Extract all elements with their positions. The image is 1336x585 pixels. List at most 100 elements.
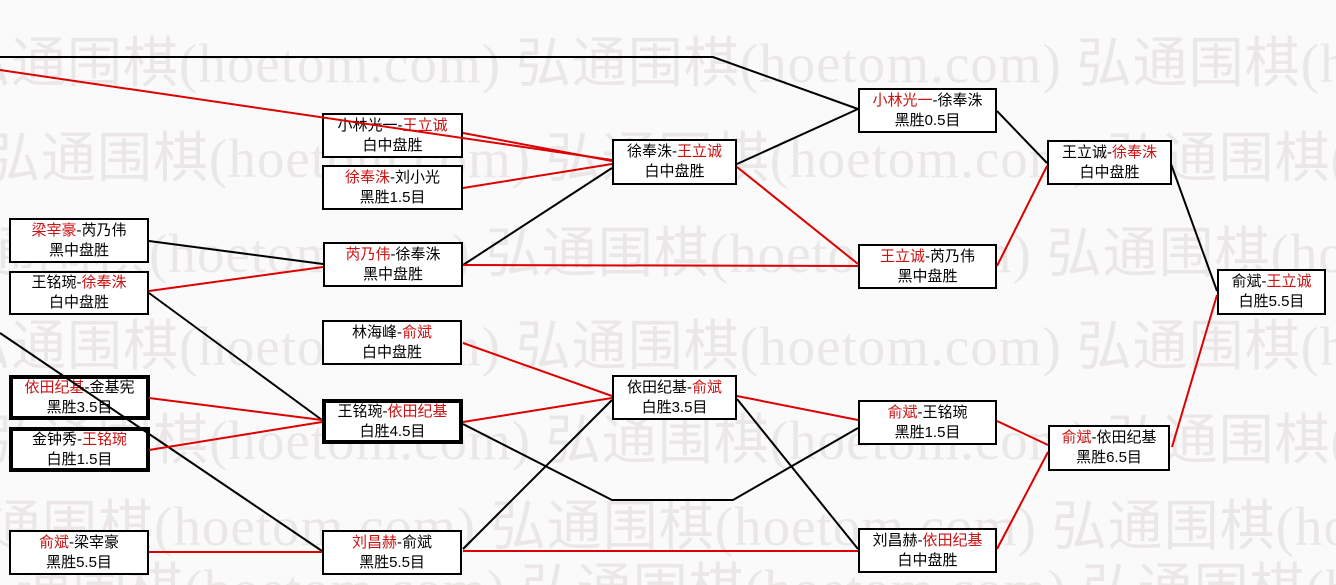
black-connector-line	[996, 110, 1048, 164]
red-connector-line	[148, 397, 323, 421]
player2-name: 刘小光	[395, 168, 441, 186]
red-connector-line	[0, 69, 613, 161]
match-players: 王铭琬-依田纪基	[337, 402, 447, 422]
match-result: 白中盘胜	[644, 163, 705, 180]
match-result: 白中盘胜	[362, 136, 423, 154]
player1-name: 林海峰	[351, 323, 397, 341]
match-result: 黑胜0.5目	[894, 111, 961, 129]
watermark-text: 弘通围棋(hoetom.com) 弘通围棋(hoetom.com) 弘通围棋(h…	[0, 316, 1336, 377]
player1-name: 俞斌	[1231, 273, 1262, 290]
match-box: 俞斌-依田纪基 黑胜6.5目	[1048, 425, 1170, 471]
vs-dash: -	[672, 143, 677, 160]
match-result: 白中盘胜	[1079, 163, 1140, 181]
match-box: 刘昌赫-依田纪基 白中盘胜	[858, 528, 997, 573]
match-result: 白中盘胜	[897, 551, 958, 569]
match-players: 梁宰豪-芮乃伟	[31, 221, 126, 241]
match-players: 小林光一-徐奉洙	[872, 91, 982, 111]
player2-name: 俞斌	[402, 323, 433, 341]
red-connector-line	[1171, 294, 1218, 448]
player2-name: 徐奉洙	[81, 274, 127, 291]
player1-name: 芮乃伟	[345, 245, 391, 263]
match-players: 刘昌赫-依田纪基	[872, 531, 982, 551]
vs-dash: -	[397, 323, 402, 341]
red-connector-line	[996, 165, 1048, 267]
match-box: 王铭琬-徐奉洙 白中盘胜	[9, 271, 149, 315]
match-players: 林海峰-俞斌	[352, 323, 432, 343]
player2-name: 徐奉洙	[1112, 143, 1158, 161]
vs-dash: -	[382, 402, 388, 420]
player1-name: 俞斌	[38, 533, 69, 551]
red-connector-line	[462, 132, 613, 162]
vs-dash: -	[1107, 143, 1112, 161]
player1-name: 俞斌	[887, 403, 918, 421]
match-box: 依田纪基-金基宪 黑胜3.5目	[9, 375, 150, 420]
match-players: 徐奉洙-王立诚	[627, 142, 722, 162]
black-connector-line	[148, 292, 323, 421]
player1-name: 俞斌	[1061, 429, 1092, 446]
red-connector-line	[996, 451, 1049, 550]
player1-name: 小林光一	[872, 91, 933, 109]
vs-dash: -	[925, 247, 930, 265]
vs-dash: -	[76, 274, 82, 291]
match-box: 依田纪基-俞斌 白胜3.5目	[612, 375, 737, 420]
watermark-text: 弘通围棋(hoetom.com) 弘通围棋(hoetom.com) 弘通围棋(h…	[0, 33, 1336, 94]
player1-name: 王立诚	[1061, 143, 1107, 161]
black-connector-line	[736, 108, 859, 165]
black-connector-line	[736, 398, 859, 550]
red-connector-line	[462, 397, 613, 423]
match-result: 白胜4.5目	[359, 422, 426, 440]
player1-name: 徐奉洙	[626, 143, 672, 160]
vs-dash: -	[687, 378, 692, 396]
match-result: 黑胜5.5目	[359, 553, 425, 571]
match-box: 芮乃伟-徐奉洙 黑中盘胜	[323, 242, 463, 287]
match-box: 王铭琬-依田纪基 白胜4.5目	[322, 399, 463, 444]
player2-name: 金基宪	[89, 378, 135, 396]
match-box: 徐奉洙-刘小光 黑胜1.5目	[322, 165, 463, 210]
player1-name: 依田纪基	[24, 378, 85, 396]
match-box: 小林光一-徐奉洙 黑胜0.5目	[858, 88, 997, 133]
match-players: 俞斌-王铭琬	[887, 403, 967, 423]
player2-name: 依田纪基	[922, 531, 983, 549]
vs-dash: -	[932, 91, 938, 109]
match-result: 白胜3.5目	[641, 398, 708, 416]
match-result: 白中盘胜	[48, 294, 109, 311]
player1-name: 金钟秀	[31, 430, 77, 448]
match-result: 黑中盘胜	[897, 267, 958, 285]
vs-dash: -	[390, 168, 395, 186]
red-connector-line	[148, 266, 324, 292]
red-connector-line	[148, 421, 323, 451]
player2-name: 芮乃伟	[930, 247, 976, 265]
match-box: 俞斌-王立诚 白胜5.5目	[1217, 269, 1326, 315]
match-players: 小林光一-王立诚	[337, 116, 447, 136]
match-box: 俞斌-王铭琬 黑胜1.5目	[858, 400, 997, 445]
red-connector-line	[462, 163, 613, 189]
match-result: 黑胜3.5目	[46, 398, 113, 416]
match-players: 金钟秀-王铭琬	[32, 430, 127, 450]
player2-name: 梁宰豪	[74, 533, 120, 551]
match-result: 黑中盘胜	[48, 241, 109, 259]
vs-dash: -	[917, 531, 923, 549]
match-result: 白中盘胜	[361, 343, 422, 361]
black-connector-line	[462, 399, 613, 550]
match-players: 王立诚-芮乃伟	[880, 247, 975, 267]
red-connector-line	[996, 420, 1049, 446]
red-connector-line	[462, 342, 613, 397]
vs-dash: -	[76, 221, 82, 239]
match-players: 王铭琬-徐奉洙	[31, 273, 126, 293]
player2-name: 王铭琬	[922, 403, 968, 421]
match-players: 俞斌-依田纪基	[1061, 428, 1156, 448]
player2-name: 徐奉洙	[937, 91, 983, 109]
player1-name: 刘昌赫	[351, 533, 397, 551]
player2-name: 王铭琬	[82, 430, 128, 448]
player2-name: 王立诚	[402, 116, 448, 134]
player2-name: 俞斌	[692, 378, 723, 396]
player1-name: 梁宰豪	[31, 221, 77, 239]
black-connector-line	[1170, 163, 1218, 292]
match-result: 黑胜1.5目	[894, 423, 961, 441]
player1-name: 王铭琬	[31, 274, 77, 291]
match-result: 黑胜6.5目	[1076, 449, 1142, 466]
red-connector-line	[736, 395, 859, 421]
player2-name: 徐奉洙	[395, 245, 441, 263]
player2-name: 依田纪基	[1096, 429, 1157, 446]
match-result: 白胜1.5目	[46, 450, 113, 468]
